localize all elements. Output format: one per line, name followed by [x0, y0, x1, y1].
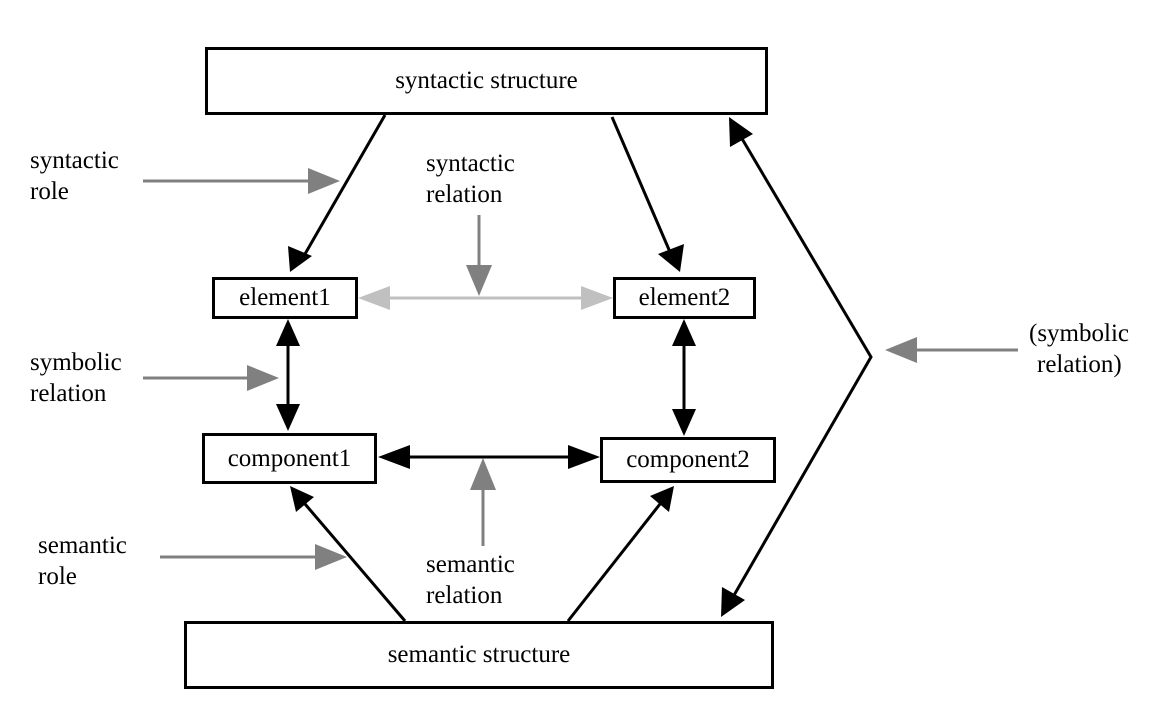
symbolic-relation-arrow-2: [672, 319, 696, 436]
semantic-relation-arrow: [378, 445, 600, 469]
label-line: role: [38, 563, 77, 590]
pointer-semantic-role: [160, 544, 347, 570]
pointer-syntactic-role: [143, 168, 340, 194]
syntactic-role-label: syntactic role: [30, 145, 119, 207]
syntactic-relation-arrow: [358, 286, 613, 310]
label-line: syntactic: [426, 150, 515, 177]
element1-box: element1: [212, 277, 358, 319]
semantic-relation-label: semantic relation: [426, 549, 515, 611]
component2-box: component2: [600, 437, 776, 483]
semantic-role-arrow-1: [290, 486, 407, 622]
semantic-structure-box: semantic structure: [184, 621, 774, 689]
semantic-role-label: semantic role: [38, 530, 127, 592]
component1-box: component1: [202, 433, 377, 484]
syntactic-structure-box: syntactic structure: [205, 47, 768, 115]
label-line: semantic: [38, 532, 127, 559]
pointer-semantic-relation: [470, 458, 496, 546]
label-line: semantic: [426, 551, 515, 578]
syntactic-role-arrow-1: [288, 114, 387, 272]
semantic-role-arrow-2: [566, 486, 674, 622]
pointer-symbolic-relation: [143, 365, 279, 391]
label-line: syntactic: [30, 147, 119, 174]
syntactic-role-arrow-2: [610, 116, 684, 272]
pointer-outer-symbolic-relation: [885, 337, 1018, 363]
label-line: relation: [426, 582, 503, 609]
symbolic-relation-arrow-1: [276, 319, 300, 431]
element2-box: element2: [613, 277, 756, 319]
label-line: symbolic: [30, 349, 122, 376]
label-line: role: [30, 178, 69, 205]
symbolic-relation-label: symbolic relation: [30, 347, 122, 409]
outer-symbolic-relation-label: (symbolic relation): [1029, 318, 1129, 380]
outer-symbolic-relation-arrow: [721, 117, 873, 617]
label-line: relation: [30, 380, 107, 407]
label-line: (symbolic: [1029, 320, 1129, 347]
syntactic-relation-label: syntactic relation: [426, 148, 515, 210]
label-line: relation: [426, 181, 503, 208]
label-line: relation): [1037, 351, 1122, 378]
pointer-syntactic-relation: [466, 215, 492, 296]
